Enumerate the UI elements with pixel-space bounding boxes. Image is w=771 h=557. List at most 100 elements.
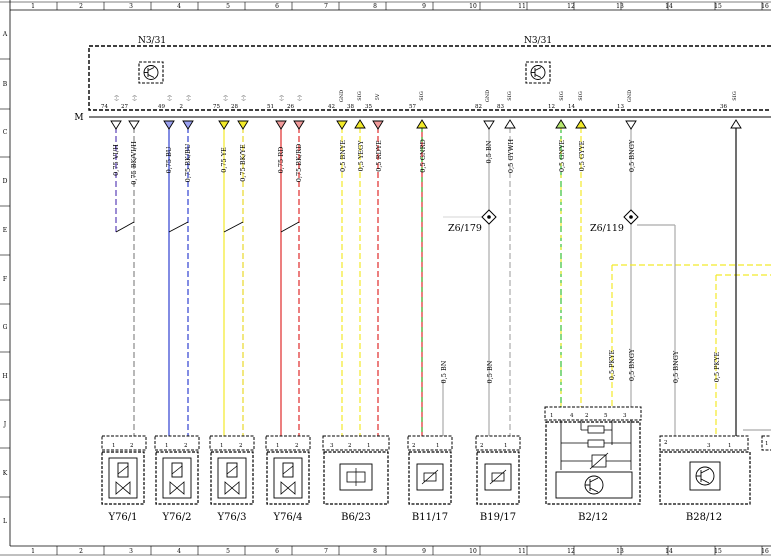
svg-text:0,5 RDYE: 0,5 RDYE — [375, 140, 383, 172]
svg-text:0,5 YEGY: 0,5 YEGY — [357, 140, 365, 172]
svg-text:0,5 GNYE: 0,5 GNYE — [558, 140, 566, 173]
svg-text:1: 1 — [31, 3, 35, 10]
component-label: Y76/2 — [161, 512, 191, 523]
splice-icon: Z6/179 — [448, 209, 497, 234]
svg-text:E: E — [3, 227, 7, 234]
svg-text:15: 15 — [714, 548, 722, 555]
svg-text:2: 2 — [295, 443, 299, 449]
svg-text:1: 1 — [112, 443, 116, 449]
svg-text:0,75 BK/YE: 0,75 BK/YE — [239, 144, 247, 182]
svg-text:36: 36 — [720, 104, 727, 110]
svg-text:K: K — [3, 470, 8, 477]
ecu-label-left: N3/31 — [138, 36, 166, 46]
svg-text:3: 3 — [330, 443, 334, 449]
svg-text:6: 6 — [275, 548, 279, 555]
svg-text:13: 13 — [616, 3, 624, 10]
svg-text:D: D — [3, 178, 8, 185]
transistor-icon — [138, 61, 164, 84]
svg-text:0,75 BK/RD: 0,75 BK/RD — [295, 144, 303, 182]
svg-text:SIG: SIG — [507, 91, 513, 100]
svg-text:12: 12 — [567, 548, 575, 555]
solenoid-valve-y76-2: 1 2 Y76/2 — [154, 435, 200, 523]
svg-text:82: 82 — [475, 104, 482, 110]
svg-text:4: 4 — [177, 548, 181, 555]
sensor-b6-23: 3 2 1 B6/23 — [322, 435, 390, 523]
svg-text:7: 7 — [324, 3, 328, 10]
svg-text:2: 2 — [664, 440, 668, 446]
svg-text:27: 27 — [121, 104, 128, 110]
svg-text:83: 83 — [497, 104, 504, 110]
ecu-box: N3/31 N3/31 — [88, 36, 771, 111]
svg-text:2: 2 — [348, 443, 352, 449]
svg-text:15: 15 — [714, 3, 722, 10]
svg-text:0,75 BK/BU: 0,75 BK/BU — [184, 143, 192, 182]
svg-text:0,75 BK/VI/H: 0,75 BK/VI/H — [130, 141, 138, 185]
svg-text:SIG: SIG — [357, 91, 363, 100]
svg-text:0,5 GYWH: 0,5 GYWH — [507, 139, 515, 173]
svg-text:0,5 BNYE: 0,5 BNYE — [339, 140, 347, 172]
svg-text:7: 7 — [324, 548, 328, 555]
svg-text:2: 2 — [180, 104, 184, 110]
svg-text:4: 4 — [177, 3, 181, 10]
svg-text:0,75 VI/H: 0,75 VI/H — [112, 144, 120, 176]
svg-text:2: 2 — [480, 443, 484, 449]
svg-text:2: 2 — [79, 3, 83, 10]
svg-text:GND: GND — [627, 90, 633, 102]
svg-text:SIG: SIG — [732, 91, 738, 100]
svg-text:(-): (-) — [222, 95, 229, 101]
component-label: B6/23 — [341, 512, 371, 523]
svg-text:5: 5 — [226, 548, 230, 555]
svg-text:5: 5 — [226, 3, 230, 10]
svg-text:1: 1 — [550, 413, 554, 419]
svg-text:C: C — [3, 129, 8, 136]
svg-text:74: 74 — [101, 104, 108, 110]
svg-text:0,5 BN: 0,5 BN — [440, 360, 448, 383]
svg-text:13: 13 — [617, 104, 624, 110]
svg-text:10: 10 — [469, 3, 477, 10]
sensor-b28-12: 2 3 1 B28/12 — [659, 435, 751, 523]
svg-text:0,5 BNGY: 0,5 BNGY — [628, 348, 636, 381]
svg-text:57: 57 — [409, 104, 416, 110]
wire-labels-top: 0,75 VI/H 0,75 BK/VI/H 0,75 BU 0,75 BK/B… — [112, 139, 636, 185]
component-label: B11/17 — [412, 512, 448, 523]
component-label: B2/12 — [578, 512, 608, 523]
svg-text:1: 1 — [220, 443, 224, 449]
svg-text:1: 1 — [728, 443, 732, 449]
svg-text:16: 16 — [761, 548, 769, 555]
grid-row-labels: A B C D E F G H J K L — [2, 31, 8, 525]
svg-text:0,5 BNGY: 0,5 BNGY — [628, 139, 636, 172]
svg-text:(-): (-) — [240, 95, 247, 101]
svg-text:(-): (-) — [185, 95, 192, 101]
svg-text:GND: GND — [485, 90, 491, 102]
sensor-b2-12: 1 4 2 5 3 B2/12 — [544, 406, 642, 523]
svg-text:38: 38 — [347, 104, 354, 110]
svg-text:5V: 5V — [375, 93, 381, 100]
svg-text:2: 2 — [79, 548, 83, 555]
svg-text:F: F — [3, 276, 7, 283]
svg-text:0,5 BN: 0,5 BN — [485, 140, 493, 163]
svg-text:49: 49 — [158, 104, 165, 110]
svg-text:14: 14 — [665, 548, 673, 555]
svg-text:(-): (-) — [131, 95, 138, 101]
component-label: Y76/1 — [107, 512, 137, 523]
svg-text:0,5 GNRD: 0,5 GNRD — [419, 139, 427, 172]
svg-text:0,5 BNGY: 0,5 BNGY — [672, 350, 680, 383]
solenoid-valve-y76-3: 1 2 Y76/3 — [209, 435, 255, 523]
svg-text:H: H — [2, 373, 7, 380]
svg-text:4: 4 — [570, 413, 574, 419]
svg-text:(-): (-) — [278, 95, 285, 101]
svg-text:0,5 GYYE: 0,5 GYYE — [578, 140, 586, 171]
terminal-labels: 74 (-) 27 (-) 49 (-) 2 (-) 75 (-) 28 (-)… — [101, 90, 738, 110]
svg-text:(-): (-) — [166, 95, 173, 101]
svg-text:14: 14 — [665, 3, 673, 10]
svg-text:G: G — [3, 324, 8, 331]
svg-text:1: 1 — [504, 443, 508, 449]
svg-text:2: 2 — [585, 413, 589, 419]
solenoid-valve-y76-4: 1 2 Y76/4 — [265, 435, 311, 523]
svg-text:(-): (-) — [113, 95, 120, 101]
svg-text:2: 2 — [184, 443, 188, 449]
svg-text:2: 2 — [239, 443, 243, 449]
svg-text:0,5 PKYE: 0,5 PKYE — [713, 352, 721, 383]
svg-text:3: 3 — [129, 3, 133, 10]
